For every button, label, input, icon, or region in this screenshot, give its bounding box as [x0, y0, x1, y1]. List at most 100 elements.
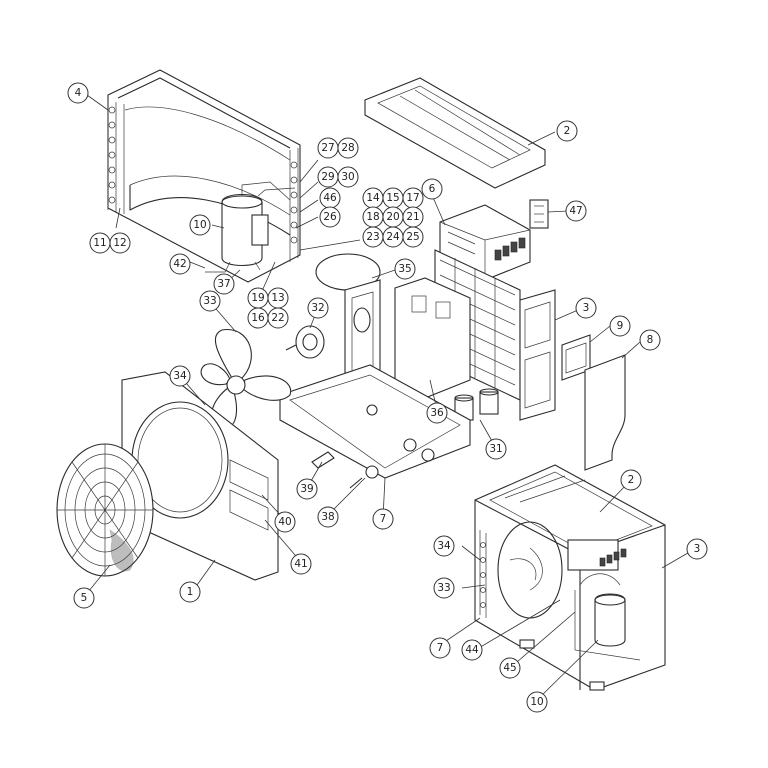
callout-44: 44 — [461, 639, 483, 661]
callout-10: 10 — [526, 691, 548, 713]
callout-2: 2 — [556, 120, 578, 142]
callout-number: 9 — [617, 320, 624, 332]
electrical-control-box — [439, 204, 531, 281]
callout-31: 31 — [485, 438, 507, 460]
callout-33: 33 — [433, 577, 455, 599]
callout-8: 8 — [639, 329, 661, 351]
callout-39: 39 — [296, 478, 318, 500]
callout-number: 22 — [271, 312, 284, 324]
motor-bracket — [315, 253, 381, 386]
callout-number: 44 — [465, 644, 479, 656]
callout-18: 18 — [362, 206, 384, 228]
callout-number: 18 — [366, 211, 379, 223]
callout-number: 33 — [437, 582, 450, 594]
callout-circle — [73, 587, 95, 609]
callout-4: 4 — [67, 82, 89, 104]
callout-45: 45 — [499, 657, 521, 679]
callout-number: 26 — [323, 211, 337, 223]
callout-30: 30 — [337, 166, 359, 188]
callout-26: 26 — [319, 206, 341, 228]
callout-24: 24 — [382, 226, 404, 248]
callout-number: 10 — [193, 219, 206, 231]
callout-28: 28 — [337, 137, 359, 159]
callout-22: 22 — [267, 307, 289, 329]
callout-circle — [429, 637, 451, 659]
callout-17: 17 — [402, 187, 424, 209]
callout-circle — [485, 438, 507, 460]
callout-7: 7 — [429, 637, 451, 659]
callout-number: 29 — [321, 171, 334, 183]
callout-number: 7 — [437, 642, 444, 654]
callout-32: 32 — [307, 297, 329, 319]
callout-29: 29 — [317, 166, 339, 188]
callout-number: 36 — [430, 407, 444, 419]
callout-42: 42 — [169, 253, 191, 275]
callout-circle — [337, 137, 359, 159]
callout-number: 34 — [437, 540, 451, 552]
callout-34: 34 — [433, 535, 455, 557]
callout-14: 14 — [362, 187, 384, 209]
callout-circle — [67, 82, 89, 104]
callout-circle — [109, 232, 131, 254]
callout-circle — [526, 691, 548, 713]
callout-35: 35 — [394, 258, 416, 280]
callout-circle — [575, 297, 597, 319]
callout-circle — [433, 535, 455, 557]
callout-number: 35 — [398, 263, 411, 275]
callout-number: 2 — [628, 474, 635, 486]
top-cover — [364, 77, 546, 189]
callout-number: 38 — [321, 511, 334, 523]
callout-number: 34 — [173, 370, 187, 382]
fan-guard-grille — [56, 443, 154, 577]
callout-circle — [290, 553, 312, 575]
callout-number: 27 — [321, 142, 334, 154]
callout-13: 13 — [267, 287, 289, 309]
callout-circle — [199, 290, 221, 312]
callout-circle — [686, 538, 708, 560]
callout-7: 7 — [372, 508, 394, 530]
callout-number: 20 — [386, 211, 399, 223]
callout-34: 34 — [169, 365, 191, 387]
callout-number: 7 — [380, 513, 387, 525]
callout-12: 12 — [109, 232, 131, 254]
callout-number: 32 — [311, 302, 324, 314]
callout-circle — [179, 581, 201, 603]
callout-circle — [213, 273, 235, 295]
callout-number: 45 — [503, 662, 516, 674]
callout-3: 3 — [575, 297, 597, 319]
partition-plate — [394, 277, 471, 401]
callout-circle — [169, 365, 191, 387]
callout-number: 16 — [251, 312, 265, 324]
callout-number: 30 — [341, 171, 354, 183]
callout-circle — [337, 166, 359, 188]
callout-number: 24 — [386, 231, 400, 243]
callout-number: 8 — [647, 334, 654, 346]
callout-10: 10 — [189, 214, 211, 236]
callout-38: 38 — [317, 506, 339, 528]
drain-plug — [349, 465, 379, 489]
callout-1: 1 — [179, 581, 201, 603]
callout-number: 40 — [278, 516, 291, 528]
callout-number: 19 — [251, 292, 264, 304]
callout-23: 23 — [362, 226, 384, 248]
callout-number: 2 — [564, 125, 571, 137]
callout-number: 28 — [341, 142, 354, 154]
callout-circle — [372, 508, 394, 530]
callout-9: 9 — [609, 315, 631, 337]
callout-circle — [433, 577, 455, 599]
callout-25: 25 — [402, 226, 424, 248]
callout-circle — [565, 200, 587, 222]
callout-33: 33 — [199, 290, 221, 312]
callout-19: 19 — [247, 287, 269, 309]
callout-47: 47 — [565, 200, 587, 222]
base-pan — [279, 364, 471, 479]
callout-37: 37 — [213, 273, 235, 295]
callout-circle — [639, 329, 661, 351]
terminal-block — [529, 199, 549, 229]
compressor — [205, 181, 296, 273]
callout-circle — [556, 120, 578, 142]
callout-circle — [394, 258, 416, 280]
callout-27: 27 — [317, 137, 339, 159]
callout-number: 42 — [173, 258, 186, 270]
